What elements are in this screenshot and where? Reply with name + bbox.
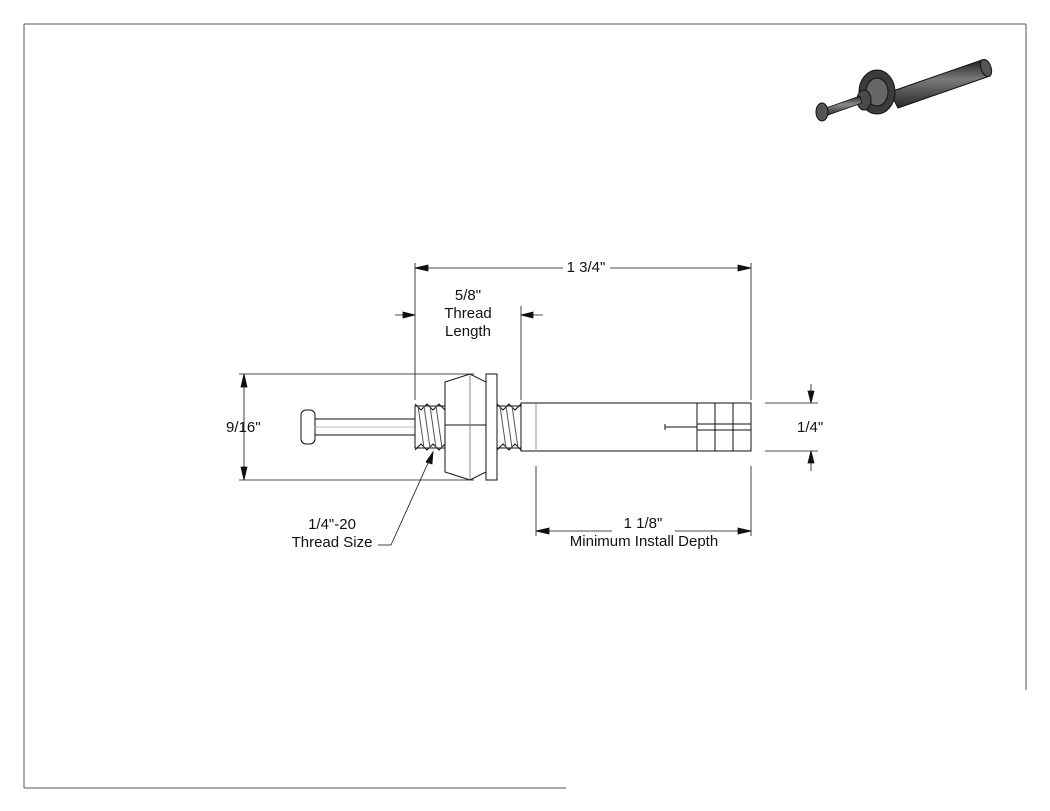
overall-length-label: 1 3/4" <box>566 259 606 276</box>
install-depth-label: Minimum Install Depth <box>569 533 719 550</box>
thread-size-line1: 1/4"-20 <box>308 516 356 533</box>
thread-length-line1: Thread <box>444 305 492 322</box>
anchor-side-view <box>300 373 752 481</box>
sheet-border <box>23 23 1027 789</box>
thread-right <box>496 403 522 451</box>
anchor-diameter-label: 1/4" <box>797 419 824 436</box>
thread-left <box>414 403 446 451</box>
hex-nut <box>444 373 487 481</box>
extension-lines <box>239 263 818 536</box>
thread-size-line2: Thread Size <box>291 534 373 551</box>
washer <box>485 373 498 481</box>
nail-head <box>300 409 316 445</box>
dimension-lines <box>240 264 815 546</box>
install-depth-value: 1 1/8" <box>623 515 663 532</box>
anchor-3d-render <box>815 58 993 122</box>
thread-length-line2: Length <box>445 323 491 340</box>
washer-diameter-label: 9/16" <box>226 419 261 436</box>
thread-length-value: 5/8" <box>454 287 482 304</box>
anchor-sleeve <box>520 402 752 452</box>
